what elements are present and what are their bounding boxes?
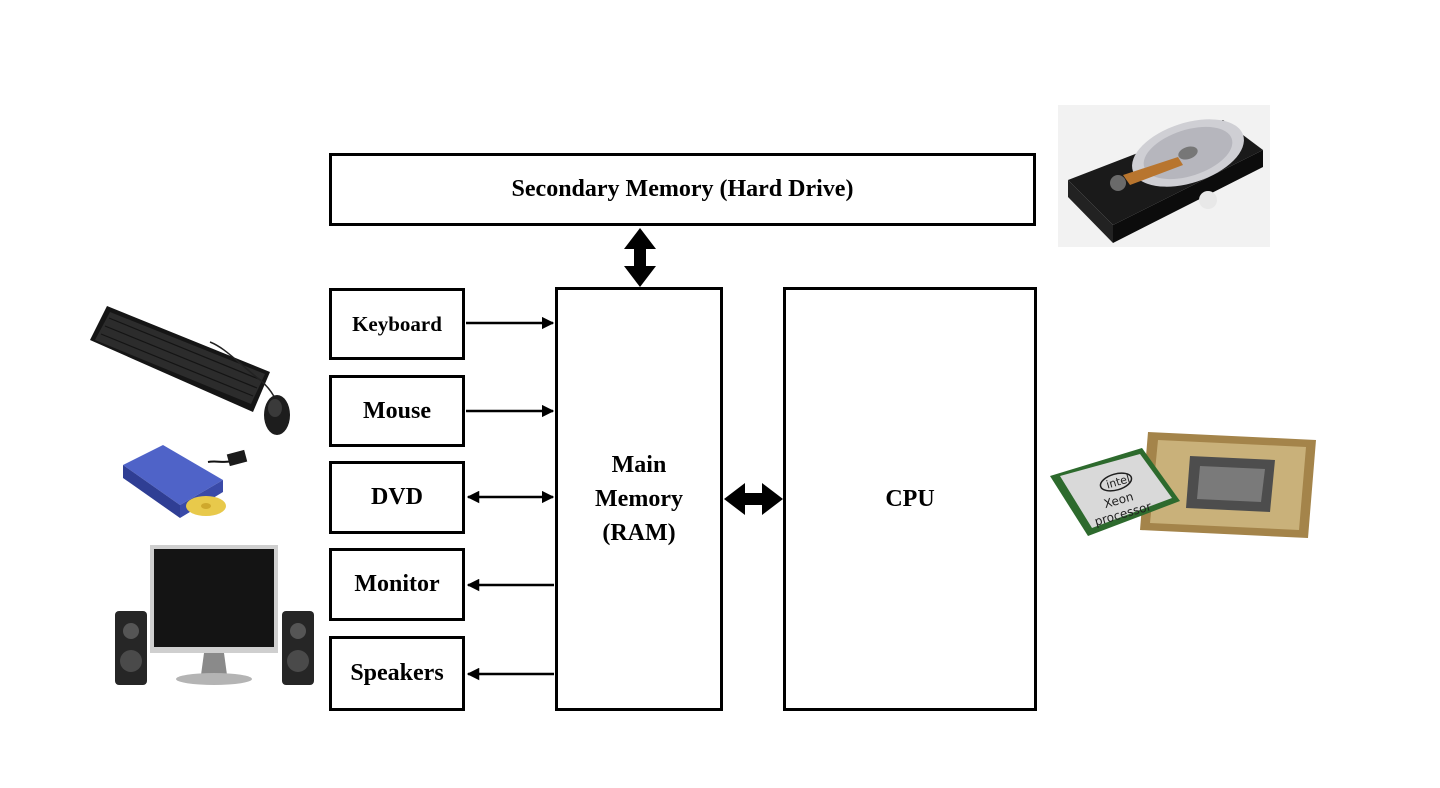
- hard-drive-icon: [1058, 105, 1270, 247]
- keyboard-mouse-icon: [90, 306, 290, 435]
- ram-cpu-double-arrow: [724, 483, 783, 515]
- monitor-speakers-icon: [115, 545, 314, 685]
- cpu-label: CPU: [885, 485, 935, 512]
- main-memory-box: Main Memory (RAM): [555, 287, 723, 711]
- main-memory-label: Main Memory (RAM): [595, 448, 683, 550]
- dvd-box: DVD: [329, 461, 465, 534]
- secondary-memory-label: Secondary Memory (Hard Drive): [511, 176, 854, 202]
- monitor-label: Monitor: [354, 571, 440, 597]
- dvd-label: DVD: [371, 484, 423, 510]
- speakers-label: Speakers: [350, 660, 444, 686]
- cpu-chip-icon: intel Xeon processor: [1050, 432, 1316, 538]
- main-memory-line: Main: [611, 452, 667, 478]
- cpu-logo-brand: intel: [1105, 472, 1132, 491]
- secondary-memory-box: Secondary Memory (Hard Drive): [329, 153, 1036, 226]
- main-memory-line: (RAM): [602, 520, 676, 546]
- keyboard-label: Keyboard: [352, 311, 442, 336]
- monitor-box: Monitor: [329, 548, 465, 621]
- main-memory-line: Memory: [595, 486, 683, 512]
- mouse-label: Mouse: [363, 397, 431, 424]
- keyboard-box: Keyboard: [329, 288, 465, 360]
- speakers-box: Speakers: [329, 636, 465, 711]
- cpu-box: CPU: [783, 287, 1037, 711]
- dvd-drive-icon: [123, 445, 248, 518]
- secondary-ram-double-arrow: [624, 228, 656, 287]
- mouse-box: Mouse: [329, 375, 465, 447]
